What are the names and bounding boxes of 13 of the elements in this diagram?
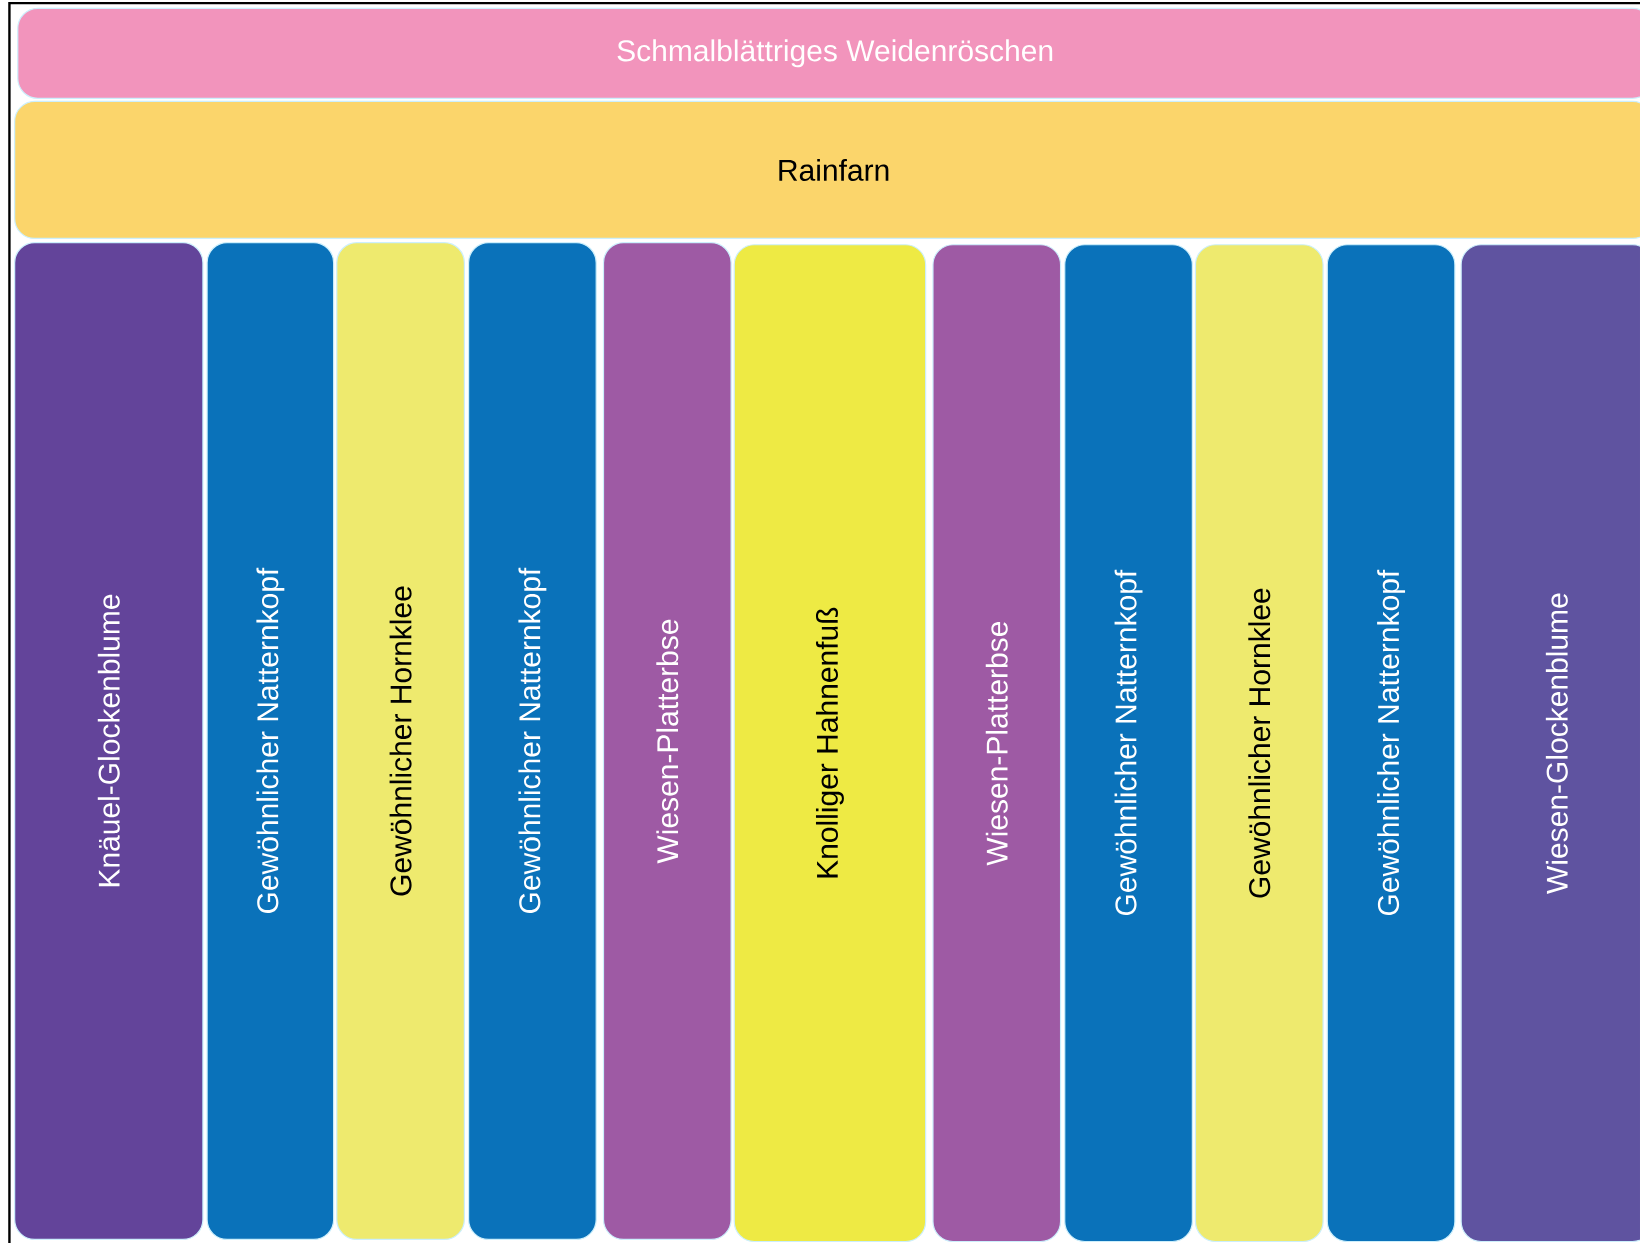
column-box: Wiesen-Glockenblume bbox=[1460, 244, 1640, 1243]
column-box: Knäuel-Glockenblume bbox=[14, 242, 204, 1240]
column-box: Gewöhnlicher Hornklee bbox=[336, 242, 465, 1240]
column-box: Gewöhnlicher Natternkopf bbox=[1326, 244, 1456, 1243]
column-box: Gewöhnlicher Natternkopf bbox=[206, 242, 335, 1240]
band-box: Schmalblättriges Weidenröschen bbox=[17, 7, 1640, 99]
column-box: Gewöhnlicher Hornklee bbox=[1194, 244, 1324, 1243]
band-box: Rainfarn bbox=[14, 100, 1640, 240]
column-box: Wiesen-Platterbse bbox=[932, 244, 1062, 1243]
column-box: Knolliger Hahnenfuß bbox=[733, 244, 927, 1243]
column-box: Wiesen-Platterbse bbox=[602, 242, 732, 1240]
column-box: Gewöhnlicher Natternkopf bbox=[468, 242, 597, 1240]
column-box: Gewöhnlicher Natternkopf bbox=[1064, 244, 1193, 1243]
